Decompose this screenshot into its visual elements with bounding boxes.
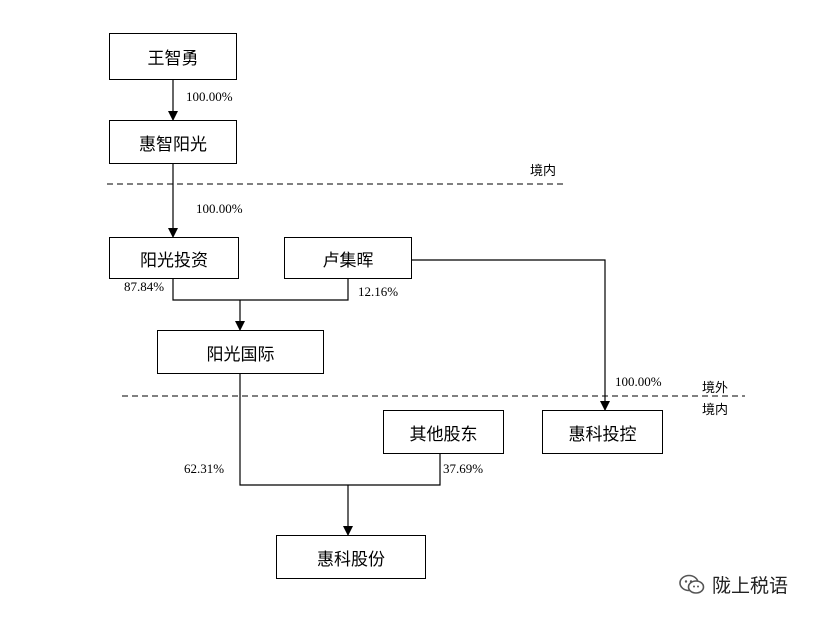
label-guoji-to-gufen: 62.31% [184,461,225,476]
node-wangzhiyong: 王智勇 [109,33,237,80]
label-huizhi-to-touzi: 100.00% [196,201,243,216]
label-touzi-to-guoji: 87.84% [124,279,165,294]
edge-touzi-merge [172,279,349,301]
node-huike-gufen: 惠科股份 [276,535,426,579]
watermark-text: 陇上税语 [712,575,789,597]
node-lu-jihui: 卢集晖 [284,237,412,279]
node-huike-tokong: 惠科投控 [542,410,663,454]
label-lu-to-tokong: 100.00% [615,374,662,389]
label-lu-to-guoji: 12.16% [358,284,399,299]
edge-lu-to-tokong [412,259,610,411]
wechat-icon [679,574,705,594]
node-yangguang-touzi: 阳光投资 [109,237,239,279]
boundary-lower-outside-label: 境外 [702,381,729,396]
node-huizhi-yangguang: 惠智阳光 [109,120,237,164]
boundary-upper-inside-label: 境内 [530,164,557,179]
boundary-lower-inside-label: 境内 [702,403,729,418]
node-yangguang-guoji: 阳光国际 [157,330,324,374]
label-qita-to-gufen: 37.69% [443,461,484,476]
edge-guoji-merge [239,374,441,486]
node-qita-gudong: 其他股东 [383,410,504,454]
watermark: 陇上税语 [678,571,788,598]
label-wang-to-huizhi: 100.00% [186,89,233,104]
